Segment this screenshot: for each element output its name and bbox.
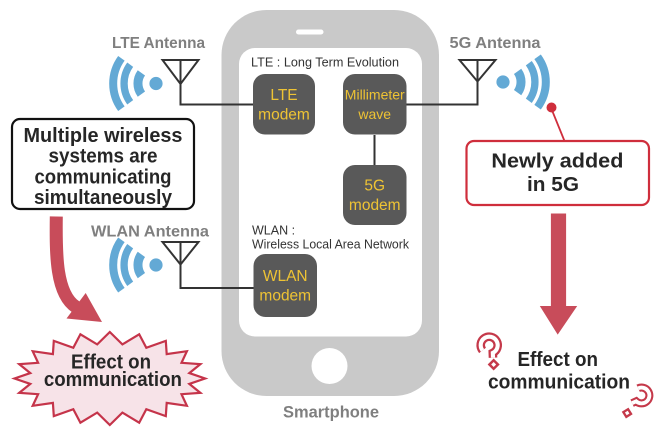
svg-text:communication: communication <box>488 371 630 393</box>
svg-text:Wireless Local Area Network: Wireless Local Area Network <box>252 238 410 252</box>
svg-text:communication: communication <box>44 369 182 391</box>
svg-text:WLAN :: WLAN : <box>252 224 295 238</box>
svg-text:communicating: communicating <box>35 166 172 188</box>
svg-text:Smartphone: Smartphone <box>283 404 379 422</box>
svg-text:5G: 5G <box>364 178 385 195</box>
svg-text:Effect on: Effect on <box>517 349 598 371</box>
svg-text:wave: wave <box>357 106 391 122</box>
svg-text:LTE Antenna: LTE Antenna <box>112 35 205 52</box>
svg-text:in 5G: in 5G <box>527 174 579 196</box>
svg-text:simultaneously: simultaneously <box>34 187 173 209</box>
svg-text:Multiple wireless: Multiple wireless <box>24 125 183 147</box>
svg-text:LTE: LTE <box>270 87 297 104</box>
svg-text:modem: modem <box>259 288 311 305</box>
svg-text:systems are: systems are <box>49 146 158 168</box>
svg-text:5G Antenna: 5G Antenna <box>450 35 541 52</box>
svg-text:modem: modem <box>349 197 401 214</box>
svg-text:Newly added: Newly added <box>491 151 623 173</box>
svg-text:modem: modem <box>258 106 310 123</box>
svg-text:Millimeter: Millimeter <box>345 86 405 102</box>
svg-text:WLAN: WLAN <box>263 268 308 285</box>
svg-text:Effect on: Effect on <box>71 351 151 373</box>
svg-text:WLAN Antenna: WLAN Antenna <box>91 224 209 241</box>
svg-text:LTE : Long Term Evolution: LTE : Long Term Evolution <box>251 55 399 70</box>
